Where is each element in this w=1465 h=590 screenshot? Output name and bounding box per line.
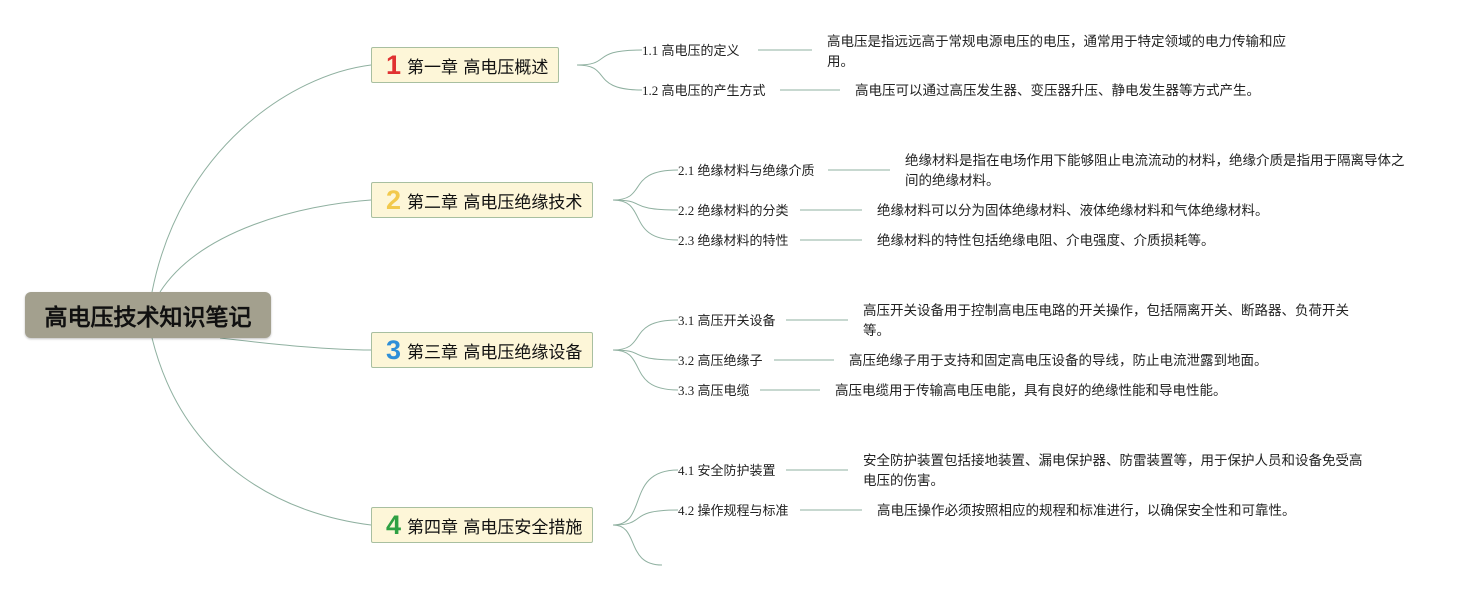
chapter-2-node[interactable]: 2 第二章 高电压绝缘技术 [371, 182, 594, 218]
chapter-2-label: 第二章 高电压绝缘技术 [407, 192, 583, 213]
link-ch3-item1 [612, 319, 679, 351]
chapter-4-label: 第四章 高电压安全措施 [407, 517, 583, 538]
link-ch4-item1 [612, 469, 679, 526]
topic-4-2[interactable]: 4.2 操作规程与标准 [678, 503, 789, 518]
topic-3-3-desc: 高压电缆用于传输高电压电能，具有良好的绝缘性能和导电性能。 [835, 383, 1227, 399]
root-topic[interactable]: 高电压技术知识笔记 [25, 292, 271, 338]
topic-2-1-desc: 绝缘材料是指在电场作用下能够阻止电流流动的材料，绝缘介质是指用于隔离导体之间的绝… [905, 153, 1405, 189]
topic-3-1-desc: 高压开关设备用于控制高电压电路的开关操作，包括隔离开关、断路器、负荷开关等。 [863, 303, 1349, 339]
topic-2-3[interactable]: 2.3 绝缘材料的特性 [678, 233, 789, 248]
number-4-icon: 4 [386, 509, 402, 540]
link-ch1-item2 [576, 64, 643, 91]
chapter-3-node[interactable]: 3 第三章 高电压绝缘设备 [371, 332, 594, 368]
link-root-ch4 [151, 337, 372, 526]
link-ch1-item1 [576, 49, 643, 66]
link-ch3-item2 [612, 349, 679, 361]
number-3-icon: 3 [386, 334, 402, 365]
chapter-1-node[interactable]: 1 第一章 高电压概述 [371, 47, 560, 83]
topic-4-1[interactable]: 4.1 安全防护装置 [678, 463, 776, 478]
link-ch2-item3 [612, 199, 679, 241]
topic-4-1-desc: 安全防护装置包括接地装置、漏电保护器、防雷装置等，用于保护人员和设备免受高电压的… [863, 453, 1363, 489]
link-root-ch1 [151, 64, 372, 293]
chapter-3-label: 第三章 高电压绝缘设备 [407, 342, 583, 363]
link-ch4-item2 [612, 509, 679, 526]
topic-3-2-desc: 高压绝缘子用于支持和固定高电压设备的导线，防止电流泄露到地面。 [849, 353, 1268, 369]
topic-3-1[interactable]: 3.1 高压开关设备 [678, 313, 776, 328]
topic-3-3[interactable]: 3.3 高压电缆 [678, 383, 750, 398]
topic-1-1[interactable]: 1.1 高电压的定义 [642, 43, 740, 58]
link-root-ch2 [159, 199, 372, 293]
link-ch4-item3 [612, 524, 663, 566]
chapter-4-node[interactable]: 4 第四章 高电压安全措施 [371, 507, 594, 543]
topic-2-1[interactable]: 2.1 绝缘材料与绝缘介质 [678, 163, 815, 178]
topic-2-2-desc: 绝缘材料可以分为固体绝缘材料、液体绝缘材料和气体绝缘材料。 [877, 203, 1269, 219]
link-ch2-item1 [612, 169, 679, 201]
link-ch2-item2 [612, 199, 679, 211]
topic-1-1-desc: 高电压是指远远高于常规电源电压的电压，通常用于特定领域的电力传输和应用。 [827, 34, 1286, 70]
topic-1-2[interactable]: 1.2 高电压的产生方式 [642, 83, 766, 98]
topic-4-2-desc: 高电压操作必须按照相应的规程和标准进行，以确保安全性和可靠性。 [877, 503, 1296, 519]
topic-2-3-desc: 绝缘材料的特性包括绝缘电阻、介电强度、介质损耗等。 [877, 233, 1215, 249]
link-ch3-item3 [612, 349, 679, 391]
link-root-ch3 [219, 337, 372, 351]
number-2-icon: 2 [386, 184, 402, 215]
chapter-1-label: 第一章 高电压概述 [407, 57, 549, 78]
topic-1-2-desc: 高电压可以通过高压发生器、变压器升压、静电发生器等方式产生。 [855, 83, 1260, 99]
topic-3-2[interactable]: 3.2 高压绝缘子 [678, 353, 763, 368]
topic-2-2[interactable]: 2.2 绝缘材料的分类 [678, 203, 789, 218]
number-1-icon: 1 [386, 49, 402, 80]
